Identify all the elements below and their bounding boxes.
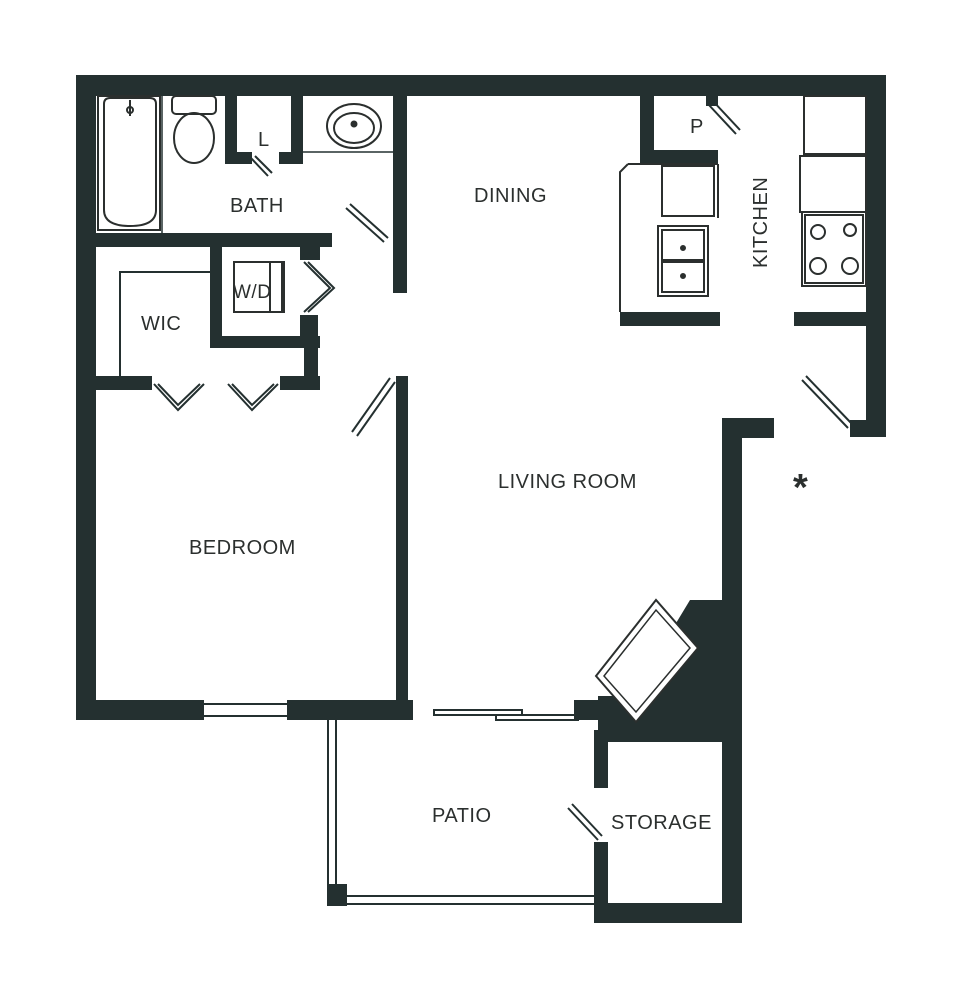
room-labels: BATH L DINING KITCHEN P WIC W/D LIVING R… <box>141 116 808 834</box>
room-label-pantry: P <box>690 116 704 138</box>
room-label-storage: STORAGE <box>611 812 712 834</box>
entry-marker: * <box>793 467 808 509</box>
bathtub-icon <box>97 95 161 231</box>
stove-icon <box>801 211 867 287</box>
room-label-bedroom: BEDROOM <box>189 537 296 559</box>
doors <box>153 99 853 841</box>
toilet-icon <box>171 95 217 164</box>
room-label-dining: DINING <box>474 185 547 207</box>
room-label-washer-dryer: W/D <box>233 282 271 303</box>
room-label-kitchen: KITCHEN <box>750 177 772 268</box>
refrigerator-icon <box>799 95 867 213</box>
room-label-patio: PATIO <box>432 805 492 827</box>
windows <box>119 94 594 905</box>
room-label-linen: L <box>258 129 270 151</box>
washer-dryer-icon <box>233 261 285 313</box>
fireplace-icon <box>594 598 700 724</box>
room-label-living-room: LIVING ROOM <box>498 471 637 493</box>
room-label-wic: WIC <box>141 313 181 335</box>
sink-icon <box>326 103 382 149</box>
room-label-bath: BATH <box>230 195 284 217</box>
kitchen-sink-icon <box>619 163 719 312</box>
